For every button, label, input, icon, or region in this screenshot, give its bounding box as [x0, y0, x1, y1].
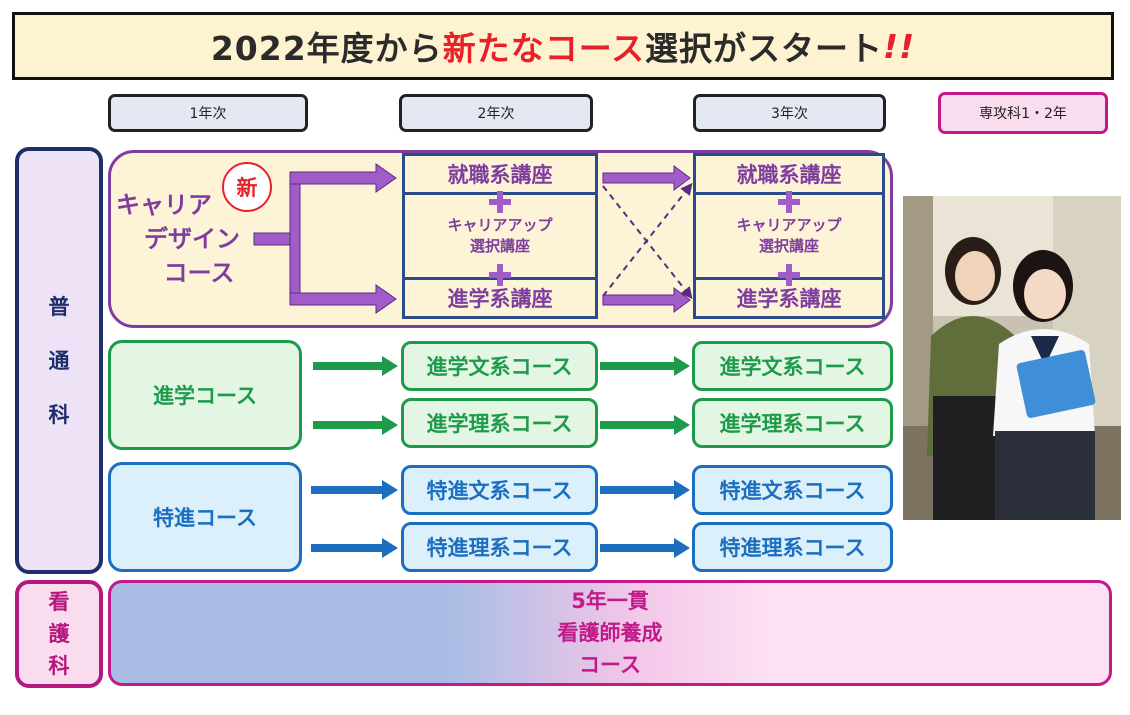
sidebar-kangoka-char: 護	[48, 622, 70, 646]
year-header-1: 1年次	[108, 94, 308, 132]
plus-icon	[489, 191, 511, 213]
year-header-senkoka: 専攻科1・2年	[938, 92, 1108, 134]
nursing-line: 看護師養成	[557, 621, 663, 645]
sidebar-futsuka-char: 普	[48, 294, 70, 319]
careerup-line: キャリアアップ	[447, 216, 553, 234]
sidebar-kangoka-char: 看	[48, 590, 70, 614]
title-exclaim: !!	[883, 26, 916, 66]
tokushin-arrows	[311, 480, 690, 558]
career-year2-employment: 就職系講座	[447, 163, 553, 187]
career-course-label: キャリア デザイン コース	[112, 188, 252, 290]
shingaku-year2-bunkei: 進学文系コース	[401, 341, 598, 391]
career-label-line: コース	[163, 259, 235, 287]
shingaku-year3-bunkei: 進学文系コース	[692, 341, 893, 391]
shingaku-arrows	[313, 356, 690, 435]
tokushin-year2-rikei: 特進理系コース	[401, 522, 598, 572]
career-year3-employment: 就職系講座	[736, 163, 842, 187]
tokushin-year3-bunkei: 特進文系コース	[692, 465, 893, 515]
sidebar-futsuka-char: 通	[48, 348, 70, 373]
new-badge: 新	[222, 162, 272, 212]
page-title: 2022年度から新たなコース選択がスタート!!	[12, 12, 1114, 80]
plus-icon	[778, 264, 800, 286]
sidebar-kangoka-char: 科	[48, 654, 70, 678]
careerup-line: キャリアアップ	[736, 216, 842, 234]
plus-icon	[778, 191, 800, 213]
sidebar-futsuka-char: 科	[48, 402, 70, 427]
nursing-course: 5年一貫 看護師養成 コース	[108, 580, 1112, 686]
students-photo-image	[903, 196, 1121, 520]
shingaku-year3-rikei: 進学理系コース	[692, 398, 893, 448]
plus-icon	[489, 264, 511, 286]
career-transition-arrows	[602, 165, 693, 313]
sidebar-futsuka: 普 通 科	[15, 147, 103, 574]
year-header-3: 3年次	[693, 94, 886, 132]
career-year2-advance: 進学系講座	[447, 287, 553, 311]
title-part1: 2022年度から	[210, 29, 443, 68]
career-label-line: キャリア	[116, 191, 212, 219]
nursing-line: 5年一貫	[571, 589, 649, 613]
title-highlight: 新たなコース	[442, 29, 646, 68]
tokushin-course-label: 特進コース	[108, 462, 302, 572]
nursing-line: コース	[579, 653, 641, 677]
career-bracket-arrow	[253, 163, 397, 314]
year-header-2: 2年次	[399, 94, 593, 132]
title-part2: 選択がスタート	[645, 29, 884, 68]
career-label-line: デザイン	[144, 225, 240, 253]
tokushin-year2-bunkei: 特進文系コース	[401, 465, 598, 515]
careerup-line: 選択講座	[469, 237, 530, 255]
career-year2-stack: 就職系講座 キャリアアップ 選択講座 進学系講座	[402, 153, 598, 319]
sidebar-kangoka: 看 護 科	[15, 580, 103, 688]
shingaku-year2-rikei: 進学理系コース	[401, 398, 598, 448]
career-year3-stack: 就職系講座 キャリアアップ 選択講座 進学系講座	[693, 153, 885, 319]
shingaku-course-label: 進学コース	[108, 340, 302, 450]
career-year3-advance: 進学系講座	[736, 287, 842, 311]
careerup-line: 選択講座	[758, 237, 819, 255]
students-photo	[903, 196, 1121, 520]
tokushin-year3-rikei: 特進理系コース	[692, 522, 893, 572]
